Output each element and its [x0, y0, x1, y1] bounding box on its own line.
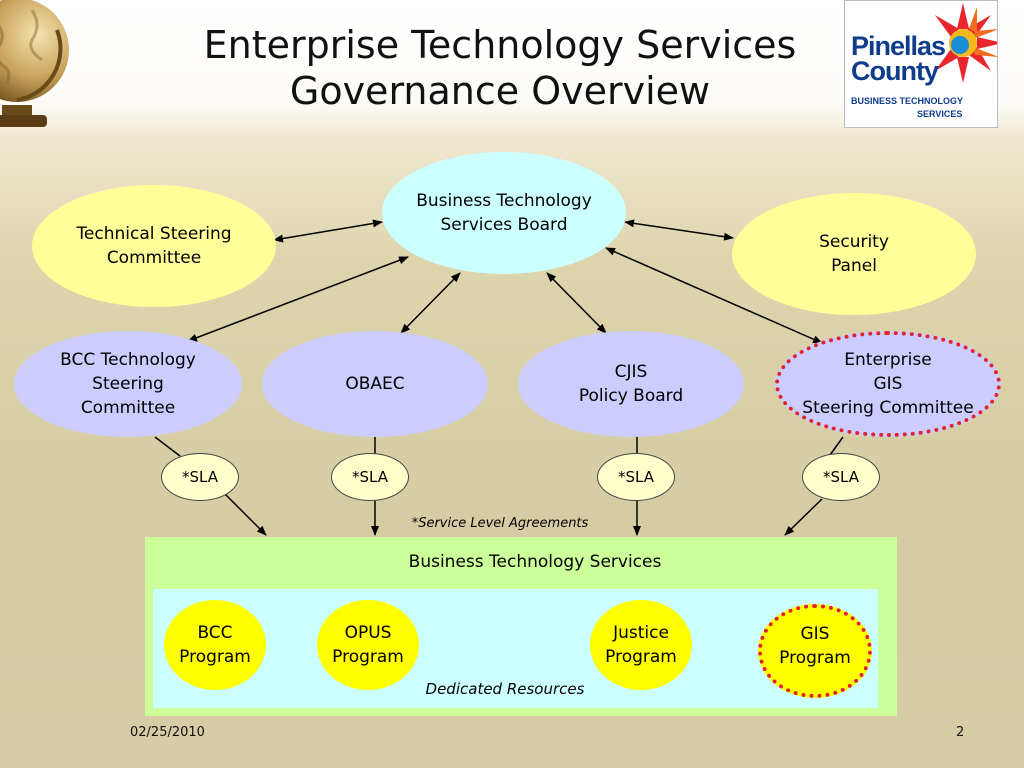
program-justice-line1: Justice: [613, 623, 669, 643]
node-obaec-line1: OBAEC: [345, 374, 405, 394]
program-bcc-line2: Program: [179, 647, 251, 667]
sla-bcc: *SLA: [161, 453, 239, 501]
sla-obaec: *SLA: [331, 453, 409, 501]
node-technical-steering-line1: Technical Steering: [76, 224, 232, 244]
logo-word-county: County: [851, 56, 939, 86]
node-bcc-technology: BCC Technology Steering Committee: [14, 331, 242, 437]
program-gis-line2: Program: [779, 648, 851, 668]
dedicated-resources-box: [153, 589, 878, 708]
node-bts-board-line1: Business Technology: [416, 191, 592, 211]
footer-date: 02/25/2010: [130, 725, 205, 740]
sla-gis: *SLA: [802, 453, 880, 501]
program-bcc-line1: BCC: [197, 623, 233, 643]
node-enterprise-gis-line1: Enterprise: [844, 350, 932, 370]
node-cjis-line2: Policy Board: [578, 386, 684, 406]
node-obaec: OBAEC: [262, 331, 488, 437]
footer-page-number: 2: [956, 725, 965, 740]
program-justice: Justice Program: [590, 600, 692, 690]
sla-cjis: *SLA: [597, 453, 675, 501]
sun-logo-icon: [935, 3, 997, 83]
node-security-panel-line2: Panel: [831, 256, 877, 276]
title-line-1: Enterprise Technology Services: [203, 23, 797, 67]
node-enterprise-gis: Enterprise GIS Steering Committee: [775, 331, 1001, 437]
title-line-2: Governance Overview: [289, 69, 711, 113]
logo-word-pinellas: Pinellas: [851, 31, 946, 61]
globe-icon: [0, 0, 69, 127]
node-cjis-line1: CJIS: [614, 362, 648, 382]
node-enterprise-gis-line2: GIS: [873, 374, 903, 394]
node-technical-steering-line2: Committee: [106, 248, 202, 268]
program-opus: OPUS Program: [317, 600, 419, 690]
program-opus-line1: OPUS: [344, 623, 392, 643]
logo-services: SERVICES: [917, 109, 963, 119]
program-justice-line2: Program: [605, 647, 677, 667]
node-bcc-technology-line2: Steering: [92, 374, 164, 394]
node-technical-steering: Technical Steering Committee: [32, 185, 276, 307]
slide-title: Enterprise Technology Services Governanc…: [160, 22, 840, 114]
node-enterprise-gis-line3: Steering Committee: [802, 398, 974, 418]
pinellas-county-logo: Pinellas County BUSINESS TECHNOLOGY SERV…: [844, 0, 998, 128]
node-bcc-technology-line1: BCC Technology: [60, 350, 196, 370]
node-bcc-technology-line3: Committee: [80, 398, 176, 418]
program-gis-line1: GIS: [800, 624, 830, 644]
node-security-panel-line1: Security: [819, 232, 889, 252]
node-bts-board-line2: Services Board: [440, 215, 568, 235]
logo-business-technology: BUSINESS TECHNOLOGY: [851, 96, 964, 106]
dedicated-resources-label: Dedicated Resources: [425, 680, 585, 698]
program-opus-line2: Program: [332, 647, 404, 667]
program-bcc: BCC Program: [164, 600, 266, 690]
business-technology-services-title: Business Technology Services: [408, 552, 662, 572]
node-security-panel: Security Panel: [732, 193, 976, 315]
node-cjis: CJIS Policy Board: [518, 331, 744, 437]
program-gis: GIS Program: [758, 604, 872, 698]
node-bts-board: Business Technology Services Board: [382, 152, 626, 274]
sla-footnote: *Service Level Agreements: [411, 516, 589, 531]
